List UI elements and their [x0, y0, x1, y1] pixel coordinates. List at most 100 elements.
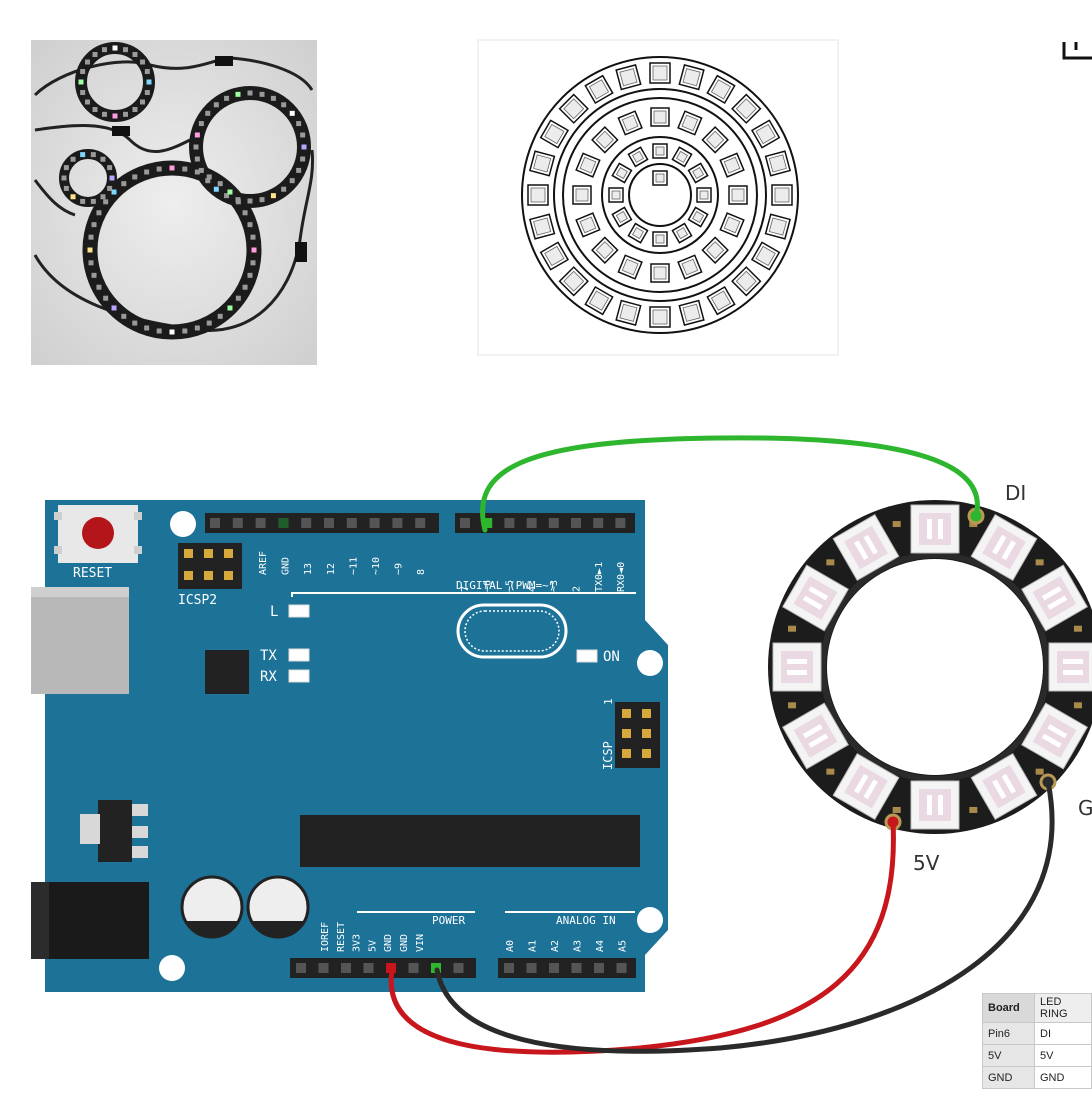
- digital-pin-label: RX0◄0: [616, 562, 627, 592]
- photo-led: [270, 193, 276, 199]
- header-pin: [408, 963, 419, 973]
- drawing-led: [701, 126, 729, 154]
- photo-led: [156, 166, 162, 172]
- photo-led: [63, 165, 69, 171]
- photo-led: [123, 111, 129, 117]
- drawing-led: [615, 299, 642, 327]
- photo-led: [144, 68, 150, 74]
- photo-led: [217, 181, 223, 187]
- table-cell: 5V: [982, 1044, 1035, 1067]
- header-pin: [324, 518, 334, 528]
- photo-led: [111, 189, 117, 195]
- header-pin: [615, 518, 626, 528]
- drawing-led: [652, 143, 668, 159]
- photo-led: [169, 329, 175, 335]
- photo-led: [112, 45, 118, 51]
- header-pin: [526, 518, 537, 528]
- drawing-led: [584, 74, 614, 105]
- ring-led: [832, 514, 900, 581]
- photo-led: [78, 79, 84, 85]
- header-pin: [346, 518, 357, 528]
- digital-pin-label: 4: [527, 586, 538, 592]
- pin-mapping-table: Board LED RING Pin6 DI 5V 5V GND GND: [982, 993, 1092, 1089]
- drawing-led: [539, 241, 570, 271]
- reset-label: RESET: [73, 566, 112, 581]
- digital-pin-label: ~5: [505, 580, 516, 592]
- header-pin: [460, 518, 470, 528]
- photo-led: [121, 181, 127, 187]
- photo-led: [224, 95, 230, 101]
- drawing-led: [706, 285, 736, 316]
- drawing-led: [558, 266, 589, 297]
- ring-led: [970, 514, 1038, 581]
- ring-led: [910, 504, 960, 554]
- photo-led: [259, 91, 265, 97]
- drawing-led: [671, 222, 693, 244]
- photo-led: [193, 144, 199, 150]
- icsp2-pin: [224, 571, 233, 580]
- drawing-led: [719, 152, 745, 178]
- photo-led: [90, 198, 96, 204]
- photo-led: [92, 107, 98, 113]
- drawing-led: [687, 162, 709, 184]
- analog-pin-label: A5: [618, 940, 629, 952]
- photo-led: [289, 110, 295, 116]
- photo-led: [270, 95, 276, 101]
- photo-led: [121, 313, 127, 319]
- header-pin: [232, 518, 243, 528]
- photo-led: [242, 284, 248, 290]
- drawing-led: [627, 146, 649, 168]
- drawing-led: [608, 187, 624, 203]
- header-pin: [571, 518, 581, 528]
- photo-led: [300, 132, 306, 138]
- photo-led: [61, 175, 67, 181]
- photo-led: [182, 328, 188, 334]
- photo-led: [242, 210, 248, 216]
- photo-led: [107, 185, 113, 191]
- photo-led: [194, 169, 200, 175]
- photo-led: [80, 90, 86, 96]
- icsp-pin: [642, 709, 651, 718]
- photo-led: [70, 156, 76, 162]
- table-cell: GND: [1034, 1066, 1092, 1089]
- header-pin: [548, 518, 559, 528]
- power-jack: [31, 882, 149, 959]
- photo-led: [281, 102, 287, 108]
- drawing-led: [764, 213, 792, 240]
- drawing-led: [687, 206, 709, 228]
- photo-led: [217, 313, 223, 319]
- analog-pin-label: A0: [505, 940, 516, 952]
- icsp2-pin: [204, 549, 213, 558]
- photo-led: [235, 295, 241, 301]
- bag-icon[interactable]: [1062, 42, 1092, 60]
- photo-led: [250, 234, 256, 240]
- icsp-pin: [642, 749, 651, 758]
- ring-led: [1021, 702, 1088, 770]
- digital-pin-label: ~6: [482, 580, 493, 592]
- digital-pin-label: ~9: [394, 563, 405, 575]
- drawing-led: [764, 150, 792, 177]
- atmega-chip: [300, 815, 640, 867]
- photo-led: [96, 210, 102, 216]
- photo-led: [123, 47, 129, 53]
- power-pin-label: RESET: [336, 922, 347, 952]
- usb-port: [31, 587, 129, 694]
- drawing-led: [750, 241, 781, 271]
- photo-led: [132, 107, 138, 113]
- photo-led: [205, 178, 211, 184]
- photo-led: [169, 165, 175, 171]
- table-header-board: Board: [982, 993, 1035, 1023]
- header-pin: [363, 963, 374, 973]
- drawing-led: [731, 266, 762, 297]
- digital-pin-label: ~10: [371, 557, 382, 575]
- drawing-led: [652, 231, 668, 247]
- photo-led: [70, 194, 76, 200]
- header-pin: [571, 963, 582, 973]
- header-pin: [415, 518, 426, 528]
- photo-led: [80, 152, 86, 158]
- usb-chip: [205, 650, 249, 694]
- photo-led: [235, 91, 241, 97]
- photo-led: [247, 90, 253, 96]
- header-pin: [594, 963, 604, 973]
- photo-led: [101, 47, 107, 53]
